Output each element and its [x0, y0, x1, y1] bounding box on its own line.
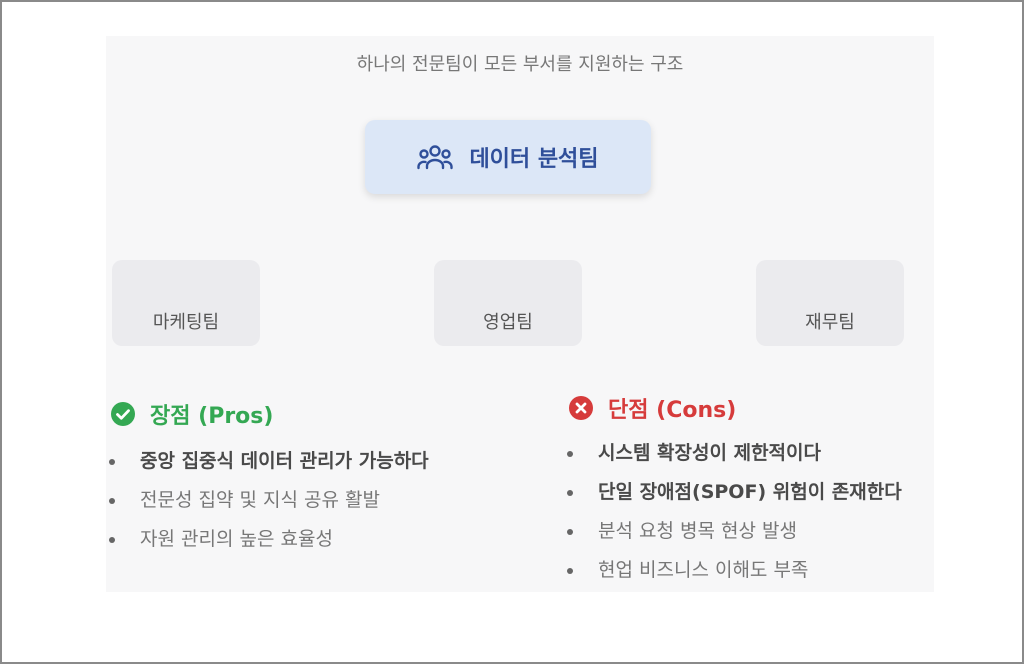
pros-list: 중앙 집중식 데이터 관리가 가능하다 전문성 집약 및 지식 공유 활발 자원… — [106, 446, 429, 563]
department-label: 재무팀 — [805, 312, 855, 333]
diagram-subtitle: 하나의 전문팀이 모든 부서를 지원하는 구조 — [356, 54, 684, 75]
check-circle-icon — [111, 402, 135, 426]
department-box-sales: 영업팀 — [434, 260, 582, 346]
department-label: 마케팅팀 — [152, 312, 220, 333]
cons-list: 시스템 확장성이 제한적이다 단일 장애점(SPOF) 위험이 존재한다 분석 … — [564, 438, 902, 594]
cons-title: 단점 (Cons) — [608, 398, 737, 423]
pros-heading: 장점 (Pros) — [110, 398, 273, 430]
cons-heading: 단점 (Cons) — [568, 392, 736, 424]
cons-item: 시스템 확장성이 제한적이다 — [564, 438, 902, 477]
x-circle-icon — [569, 396, 593, 420]
pros-item: 중앙 집중식 데이터 관리가 가능하다 — [106, 446, 429, 485]
pros-title: 장점 (Pros) — [150, 404, 274, 429]
central-team-label: 데이터 분석팀 — [469, 147, 599, 172]
pros-item: 전문성 집약 및 지식 공유 활발 — [106, 485, 429, 524]
department-label: 영업팀 — [483, 312, 533, 333]
cons-item: 분석 요청 병목 현상 발생 — [564, 516, 902, 555]
users-group-icon — [417, 145, 454, 170]
department-box-finance: 재무팀 — [756, 260, 904, 346]
department-box-marketing: 마케팅팀 — [112, 260, 260, 346]
diagram-panel: 하나의 전문팀이 모든 부서를 지원하는 구조 데이터 분석팀 마케팅팀 영업팀 — [106, 36, 934, 592]
central-team-box: 데이터 분석팀 — [365, 120, 651, 194]
pros-item: 자원 관리의 높은 효율성 — [106, 524, 429, 563]
cons-item: 단일 장애점(SPOF) 위험이 존재한다 — [564, 477, 902, 516]
cons-item: 현업 비즈니스 이해도 부족 — [564, 555, 902, 594]
